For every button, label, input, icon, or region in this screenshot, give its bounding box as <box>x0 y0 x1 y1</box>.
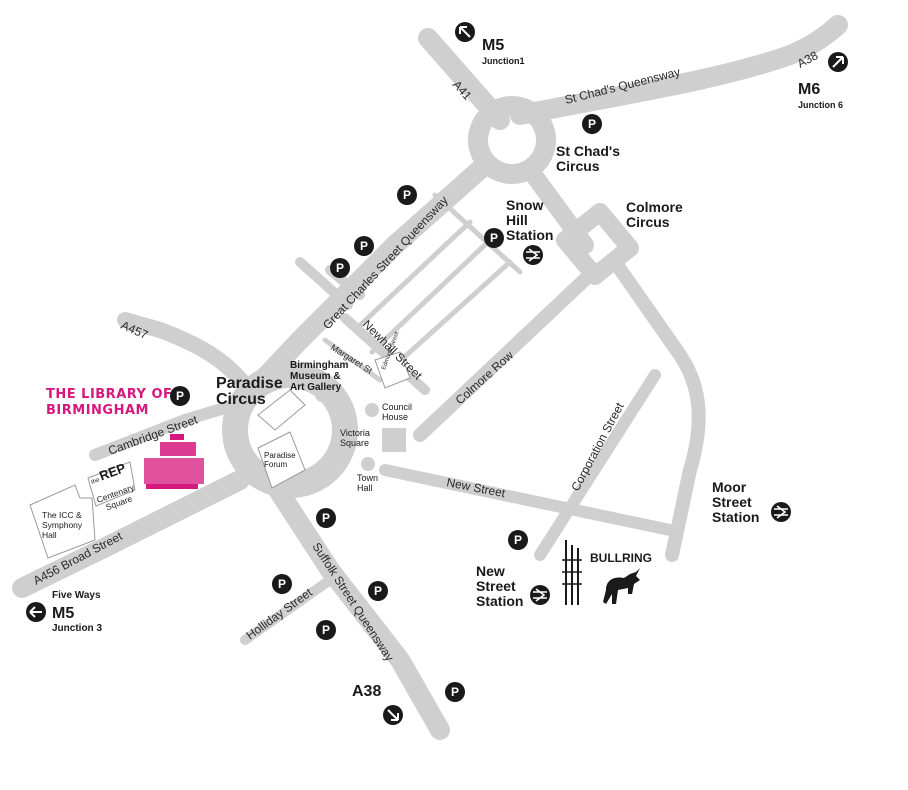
road-st-chads-queensway <box>510 15 848 125</box>
label-colmore-row: Colmore Row <box>453 348 517 407</box>
svg-text:P: P <box>403 188 411 202</box>
svg-text:P: P <box>322 511 330 525</box>
parking-markers: P P P P P P P P P P P P <box>170 114 602 702</box>
svg-text:P: P <box>514 533 522 547</box>
road-grid-5 <box>387 259 513 373</box>
parking-icon[interactable]: P <box>397 185 417 205</box>
road-grid-3 <box>352 219 473 333</box>
colmore-circus <box>556 203 639 285</box>
museum-outline <box>257 389 306 431</box>
m5-north-junction: Junction1 <box>482 56 525 66</box>
bullring-icon: BULLRING <box>562 540 652 605</box>
road-a457 <box>117 312 253 393</box>
parking-icon[interactable]: P <box>316 620 336 640</box>
road-a38-south-east <box>608 255 706 562</box>
bull-icon <box>603 568 640 604</box>
svg-text:P: P <box>588 117 596 131</box>
edmund-street-outline <box>374 351 411 389</box>
parking-icon[interactable]: P <box>330 258 350 278</box>
library-upper <box>160 442 196 456</box>
road-margaret-st <box>322 337 383 383</box>
bullring-label: BULLRING <box>590 551 652 565</box>
bullring-towers <box>562 540 582 605</box>
town-hall-dot <box>361 457 375 471</box>
museum-dot <box>315 388 329 402</box>
svg-text:P: P <box>176 389 184 403</box>
library-label-line1: THE LIBRARY OF <box>46 387 172 402</box>
victoria-square-block <box>382 428 406 452</box>
m5-north-sign: M5 Junction1 <box>455 22 525 66</box>
road-holliday-street <box>240 575 335 645</box>
road-corporation-street <box>534 369 661 561</box>
parking-icon[interactable]: P <box>170 386 190 406</box>
m5-south-name: M5 <box>52 605 74 622</box>
icc-outline <box>29 484 96 559</box>
library-base <box>146 484 198 489</box>
m5-south-sign: Five Ways M5 Junction 3 <box>26 590 102 634</box>
rep-the: the <box>91 477 102 486</box>
rail-icon-snow-hill <box>523 245 543 265</box>
parking-icon[interactable]: P <box>272 574 292 594</box>
m6-name: M6 <box>798 81 820 98</box>
label-suffolk-queensway: Suffolk Street Queensway <box>309 540 396 664</box>
m5-north-name: M5 <box>482 37 504 54</box>
road-network <box>12 15 848 740</box>
road-new-street <box>379 464 676 536</box>
label-new-street: New Street <box>445 475 507 500</box>
road-broad-street <box>12 470 250 598</box>
road-grid-4 <box>369 237 493 355</box>
road-stub-north <box>295 257 353 310</box>
library-roof <box>170 434 184 440</box>
svg-text:P: P <box>322 623 330 637</box>
rail-icon-moor-street <box>771 502 791 522</box>
paradise-circus-ring <box>222 362 358 498</box>
library-label-line2: BIRMINGHAM <box>46 403 149 418</box>
parking-icon[interactable]: P <box>484 228 504 248</box>
svg-text:P: P <box>374 584 382 598</box>
svg-text:P: P <box>278 577 286 591</box>
parking-icon[interactable]: P <box>445 682 465 702</box>
parking-icon[interactable]: P <box>508 530 528 550</box>
road-colmore-row <box>413 263 602 442</box>
rail-icon-new-street <box>530 585 550 605</box>
svg-text:P: P <box>360 239 368 253</box>
road-suffolk-queensway <box>255 460 450 740</box>
m5-south-junction: Junction 3 <box>52 623 102 634</box>
label-corporation-street: Corporation Street <box>568 400 627 494</box>
library-lower <box>144 458 204 484</box>
svg-text:P: P <box>336 261 344 275</box>
a38-south-sign: A38 <box>352 683 403 725</box>
five-ways-label: Five Ways <box>52 590 101 601</box>
road-cambridge-street <box>89 399 241 461</box>
parking-icon[interactable]: P <box>316 508 336 528</box>
m6-sign: M6 Junction 6 <box>798 52 848 110</box>
a38-south-name: A38 <box>352 683 381 700</box>
parking-icon[interactable]: P <box>354 236 374 256</box>
council-house-dot <box>365 403 379 417</box>
rep-outline <box>87 461 136 507</box>
parking-icon[interactable]: P <box>582 114 602 134</box>
library-building <box>144 434 204 489</box>
parking-icon[interactable]: P <box>368 581 388 601</box>
paradise-forum-outline <box>257 431 306 489</box>
st-chads-roundabout <box>468 96 556 184</box>
building-outlines <box>29 351 411 559</box>
road-grid-1 <box>432 192 523 275</box>
svg-text:P: P <box>490 231 498 245</box>
svg-text:P: P <box>451 685 459 699</box>
m6-junction: Junction 6 <box>798 100 843 110</box>
